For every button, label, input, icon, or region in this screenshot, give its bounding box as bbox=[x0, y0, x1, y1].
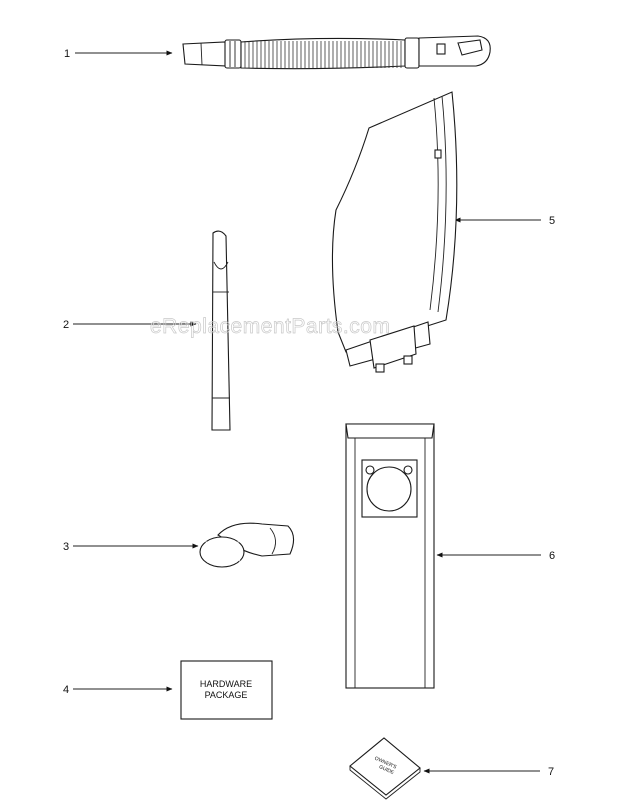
watermark-text: eReplacementParts.com bbox=[150, 315, 390, 338]
part-6-bag-housing: 6 bbox=[345, 423, 555, 689]
part-2-crevice-tool: 2 bbox=[63, 230, 231, 431]
callout-label-5: 5 bbox=[549, 215, 555, 227]
callout-label-4: 4 bbox=[63, 684, 69, 696]
callout-label-3: 3 bbox=[63, 541, 69, 553]
callout-label-2: 2 bbox=[63, 319, 69, 331]
hardware-package-box bbox=[180, 660, 273, 720]
part-5-dust-bag: 5 bbox=[331, 91, 555, 373]
callout-label-1: 1 bbox=[64, 48, 70, 60]
hardware-package-label-line2: PACKAGE bbox=[205, 690, 248, 700]
part-4-hardware-package: 4 HARDWARE PACKAGE bbox=[63, 660, 273, 720]
hardware-package-label-line1: HARDWARE bbox=[200, 679, 252, 689]
part-1-hose: 1 bbox=[64, 35, 491, 70]
part-7-owners-guide: 7 OWNER'S GUIDE bbox=[349, 737, 554, 800]
part-3-dusting-brush: 3 bbox=[63, 522, 295, 568]
callout-label-7: 7 bbox=[548, 766, 554, 778]
callout-label-6: 6 bbox=[549, 550, 555, 562]
